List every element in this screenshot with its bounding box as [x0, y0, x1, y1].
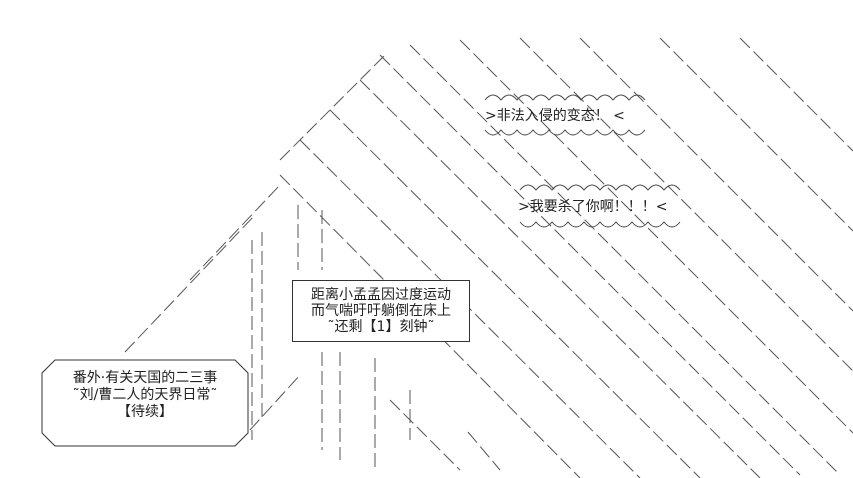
- narration-line: ˜刘/曹二人的天界日常˜: [72, 387, 218, 403]
- narration-box-center: 距离小孟孟因过度运动 而气喘吁吁躺倒在床上 ˜还剩【1】刻钟˜: [292, 280, 470, 342]
- narration-line: 番外·有关天国的二三事: [72, 370, 218, 386]
- narration-line: 【待续】: [117, 404, 173, 420]
- narration-line: 而气喘吁吁躺倒在床上: [311, 303, 451, 319]
- narration-line: ˜还剩【1】刻钟˜: [327, 319, 435, 335]
- shout-illegal-intruder: >非法入侵的变态！ <: [485, 108, 625, 124]
- narration-line: 距离小孟孟因过度运动: [311, 287, 451, 303]
- shout-kill-you: >我要杀了你啊！！！<: [518, 199, 668, 215]
- narration-box-left: 番外·有关天国的二三事 ˜刘/曹二人的天界日常˜ 【待续】: [42, 370, 248, 421]
